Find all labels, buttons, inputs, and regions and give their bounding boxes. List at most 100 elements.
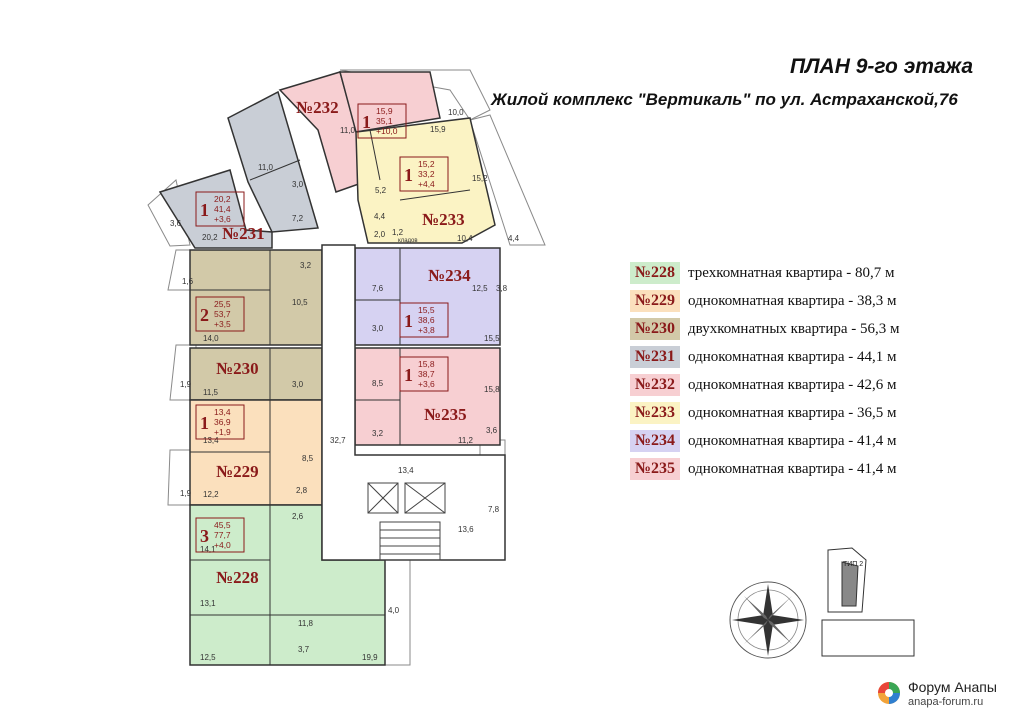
room-size-label: 11,0 — [258, 163, 274, 172]
page-title: ПЛАН 9-го этажа — [790, 55, 974, 78]
area-value: 77,7 — [214, 530, 231, 540]
label-229: №229 — [216, 462, 259, 481]
room-size-label: 1,9 — [180, 489, 192, 498]
legend-number: №234 — [630, 430, 680, 452]
room-size-label: 3,0 — [292, 180, 304, 189]
area-value: 25,5 — [214, 299, 231, 309]
room-size-label: 2,0 — [374, 230, 386, 239]
area-value: +3,6 — [418, 379, 435, 389]
room-size-label: 13,6 — [458, 525, 474, 534]
area-value: 15,2 — [418, 159, 435, 169]
room-size-label: 11,8 — [298, 619, 314, 628]
legend-text: двухкомнатных квартира - 56,3 м — [688, 320, 900, 337]
room-count: 1 — [404, 365, 413, 385]
room-size-label: 3,7 — [298, 645, 310, 654]
legend-text: трехкомнатная квартира - 80,7 м — [688, 264, 895, 281]
legend-number: №231 — [630, 346, 680, 368]
compass-icon — [729, 581, 807, 659]
legend-item: №234 однокомнатная квартира - 41,4 м — [630, 430, 897, 456]
legend-text: однокомнатная квартира - 41,4 м — [688, 460, 897, 477]
room-size-label: 3,2 — [300, 261, 312, 270]
area-value: 15,5 — [418, 305, 435, 315]
room-size-label: 11,5 — [203, 388, 219, 397]
area-value: 41,4 — [214, 204, 231, 214]
area-value: 45,5 — [214, 520, 231, 530]
room-size-label: 1,2 — [392, 228, 404, 237]
area-box-231: 120,241,4+3,6 — [195, 191, 245, 227]
apartment-number-labels: №231 №232 №233 №234 №235 №230 №229 №228 — [216, 98, 471, 587]
room-size-label: 20,2 — [202, 233, 218, 242]
room-size-label: 12,2 — [203, 490, 219, 499]
room-count: 1 — [200, 200, 209, 220]
legend-text: однокомнатная квартира - 36,5 м — [688, 404, 897, 421]
label-232: №232 — [296, 98, 339, 117]
room-size-label: 4,4 — [374, 212, 386, 221]
page-subtitle: Жилой комплекс "Вертикаль" по ул. Астрах… — [491, 90, 958, 109]
room-size-label: 7,6 — [372, 284, 384, 293]
legend-number: №228 — [630, 262, 680, 284]
area-value: 20,2 — [214, 194, 231, 204]
area-box-235: 1 15,838,7+3,6 — [399, 356, 449, 392]
room-size-label: 4,4 — [508, 234, 520, 243]
forum-logo-icon — [878, 682, 900, 704]
room-size-label: 32,7 — [330, 436, 346, 445]
room-size-label: 3,8 — [496, 284, 508, 293]
area-box-232: 115,935,1+10,0 — [357, 103, 407, 139]
area-value: 13,4 — [214, 407, 231, 417]
building-minimap: ТИП 2 — [821, 547, 915, 657]
area-value: 35,1 — [376, 116, 393, 126]
room-size-label: 3,0 — [372, 324, 384, 333]
room-size-label: 13,4 — [203, 436, 219, 445]
area-value: 38,6 — [418, 315, 435, 325]
room-size-label: 7,8 — [488, 505, 500, 514]
stairs-lift-core — [367, 482, 446, 561]
label-233: №233 — [422, 210, 465, 229]
room-count: 1 — [362, 112, 371, 132]
apartment-231 — [158, 90, 319, 249]
area-value: 38,7 — [418, 369, 435, 379]
logo-url[interactable]: anapa-forum.ru — [908, 696, 984, 708]
room-size-label: 1,6 — [182, 277, 194, 286]
room-size-label: 15,8 — [484, 385, 500, 394]
room-size-label: 3,6 — [486, 426, 498, 435]
room-size-label: 2,6 — [292, 512, 304, 521]
room-size-label: 8,5 — [372, 379, 384, 388]
minimap-label: ТИП 2 — [843, 561, 863, 568]
area-box-234: 115,538,6+3,8 — [399, 302, 449, 338]
room-size-label: 12,5 — [200, 653, 216, 662]
room-size-label: 7,2 — [292, 214, 304, 223]
area-box-228: 345,577,7+4,0 — [195, 517, 245, 553]
area-value: +1,9 — [214, 427, 231, 437]
room-size-label: 15,9 — [430, 125, 446, 134]
room-size-label: 15,5 — [484, 334, 500, 343]
room-size-label: 3,6 — [170, 219, 182, 228]
area-value: +10,0 — [376, 126, 398, 136]
room-size-label: 3,2 — [372, 429, 384, 438]
area-box-230: 225,553,7+3,5 — [195, 296, 245, 332]
room-size-label: 10,0 — [448, 108, 464, 117]
room-size-labels: 3,6 20,2 11,0 3,0 7,2 11,0 5,2 15,9 10,0… — [170, 108, 520, 662]
room-count: 2 — [200, 305, 209, 325]
legend-text: однокомнатная квартира - 41,4 м — [688, 432, 897, 449]
apartment-233 — [355, 117, 496, 244]
label-231: №231 — [222, 224, 265, 243]
area-value: 15,8 — [418, 359, 435, 369]
legend-item: №230 двухкомнатных квартира - 56,3 м — [630, 318, 900, 344]
room-count: 1 — [404, 165, 413, 185]
legend-number: №230 — [630, 318, 680, 340]
room-size-label: 1,9 — [180, 380, 192, 389]
room-size-label: 8,5 — [302, 454, 314, 463]
room-size-label: 2,8 — [296, 486, 308, 495]
area-box-233: 115,233,2+4,4 — [399, 156, 449, 192]
label-228: №228 — [216, 568, 259, 587]
room-size-label: 14,0 — [203, 334, 219, 343]
interior-walls — [190, 129, 471, 665]
room-size-label: 13,4 — [398, 466, 414, 475]
legend-item: №228 трехкомнатная квартира - 80,7 м — [630, 262, 894, 288]
